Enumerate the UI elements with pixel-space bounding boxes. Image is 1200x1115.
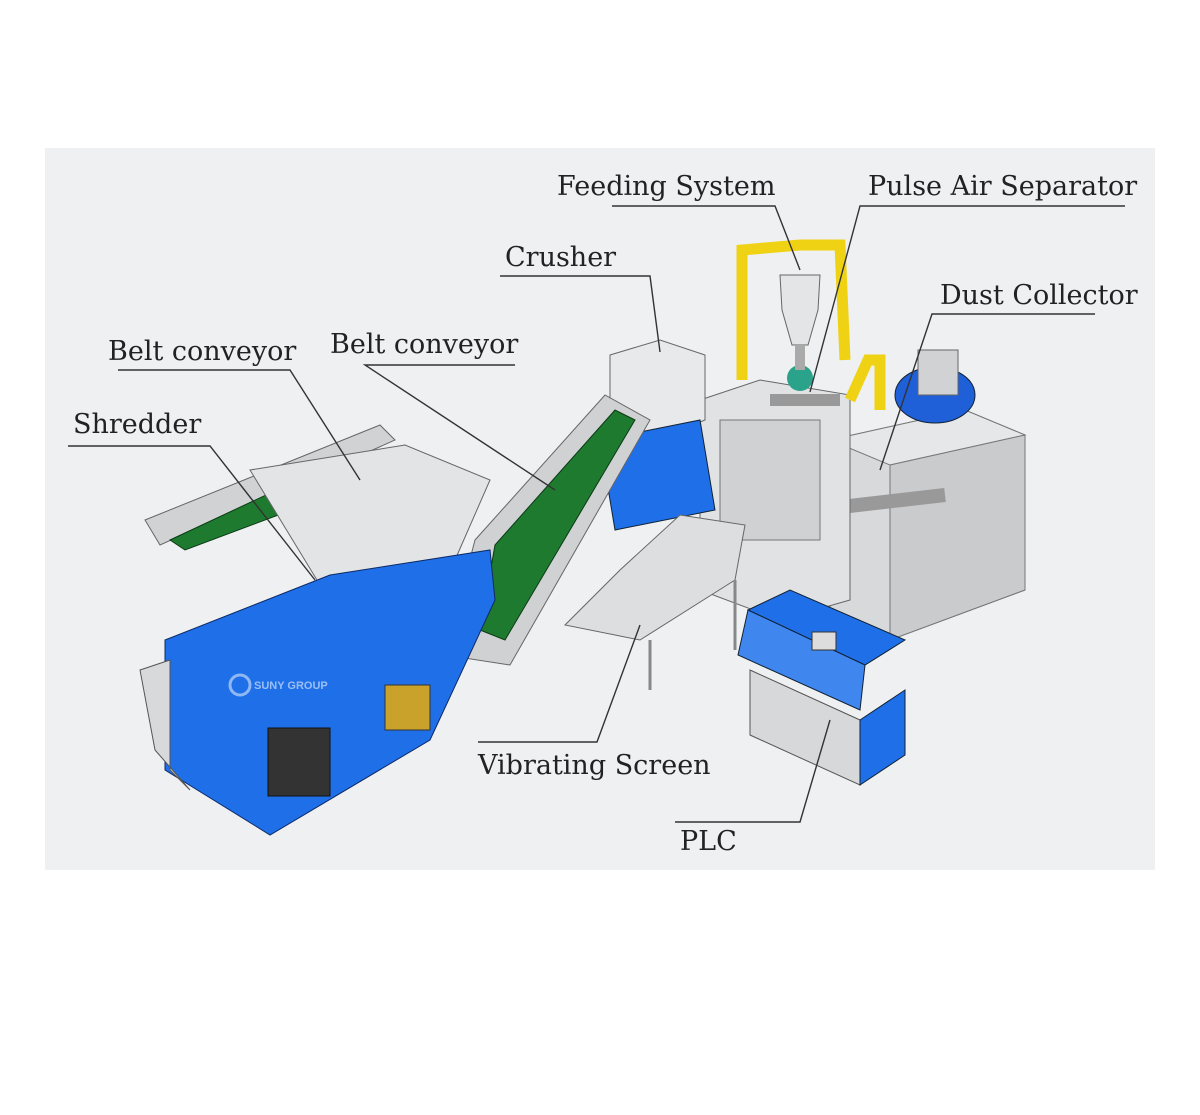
gear-logo-icon [228, 673, 252, 697]
label-crusher: Crusher [505, 242, 616, 273]
label-dust-collector: Dust Collector [940, 280, 1138, 311]
label-belt-conveyor-middle: Belt conveyor [330, 329, 518, 360]
label-feeding-system: Feeding System [557, 171, 775, 202]
feeding-system [736, 239, 886, 410]
label-vibrating-screen: Vibrating Screen [477, 750, 711, 781]
label-belt-conveyor-left: Belt conveyor [108, 336, 296, 367]
label-shredder: Shredder [73, 409, 201, 440]
plc-console [737, 589, 907, 786]
leader-lines [68, 205, 1125, 823]
label-plc: PLC [680, 826, 737, 857]
label-pulse-air-separator: Pulse Air Separator [868, 171, 1137, 202]
watermark: SUNY GROUP [254, 680, 328, 692]
shredder: SUNY GROUP [139, 444, 496, 836]
vibrating-screen [563, 514, 746, 690]
dust-collector [814, 349, 1027, 641]
